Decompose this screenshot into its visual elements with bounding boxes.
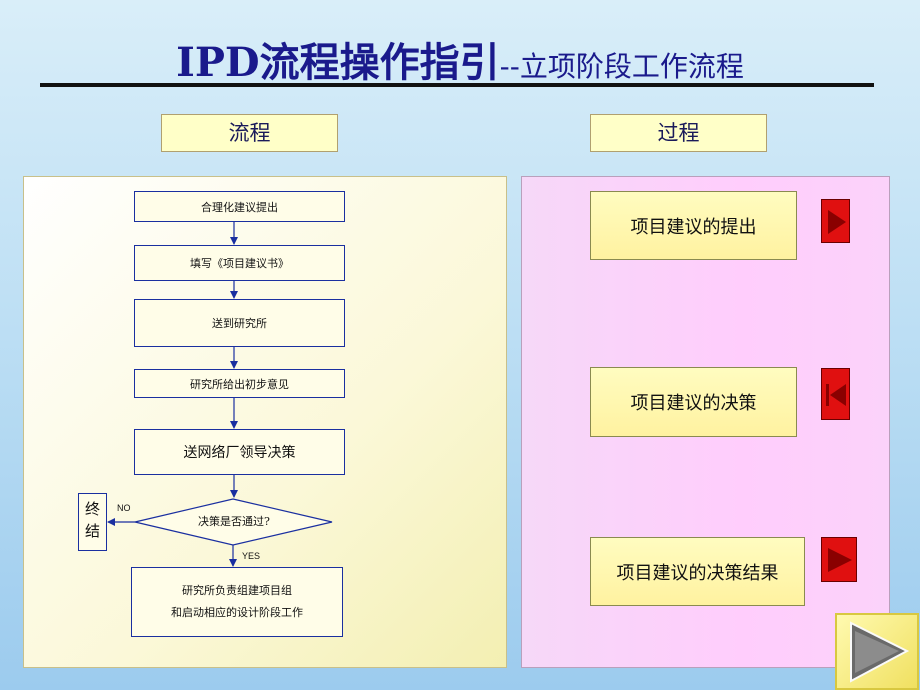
title-underline [40, 83, 874, 87]
flow-step-fill-proposal: 填写《项目建议书》 [134, 245, 345, 281]
play-icon [828, 548, 852, 572]
next-slide-button[interactable] [835, 613, 919, 690]
flow-step-build-team: 研究所负责组建项目组 和启动相应的设计阶段工作 [131, 567, 343, 637]
tab-process: 过程 [590, 114, 767, 152]
build-team-line2: 和启动相应的设计阶段工作 [171, 606, 303, 619]
flow-step-leadership-decision: 送网络厂领导决策 [134, 429, 345, 475]
nav-button-1[interactable] [821, 199, 850, 243]
decision-label: 决策是否通过? [198, 515, 270, 528]
process-item-decision-result: 项目建议的决策结果 [590, 537, 805, 606]
title-main: IPD流程操作指引 [176, 39, 500, 86]
process-item-decision: 项目建议的决策 [590, 367, 797, 437]
nav-button-2[interactable] [821, 368, 850, 420]
play-icon [828, 210, 846, 234]
tab-flow: 流程 [161, 114, 338, 152]
flow-step-suggestion: 合理化建议提出 [134, 191, 345, 222]
title-subtitle: --立项阶段工作流程 [499, 50, 744, 83]
skip-back-icon [826, 384, 846, 406]
process-item-proposal: 项目建议的提出 [590, 191, 797, 260]
no-label: NO [117, 503, 131, 513]
page-title: IPD流程操作指引--立项阶段工作流程 [0, 30, 920, 88]
nav-button-3[interactable] [821, 537, 857, 582]
build-team-line1: 研究所负责组建项目组 [182, 584, 292, 597]
flow-step-initial-opinion: 研究所给出初步意见 [134, 369, 345, 398]
flow-step-send-institute: 送到研究所 [134, 299, 345, 347]
end-box: 终 结 [78, 493, 107, 551]
next-slide-icon [850, 621, 910, 683]
yes-label: YES [242, 551, 261, 561]
end-label-line1: 终 [84, 500, 100, 518]
end-label-line2: 结 [84, 522, 100, 540]
